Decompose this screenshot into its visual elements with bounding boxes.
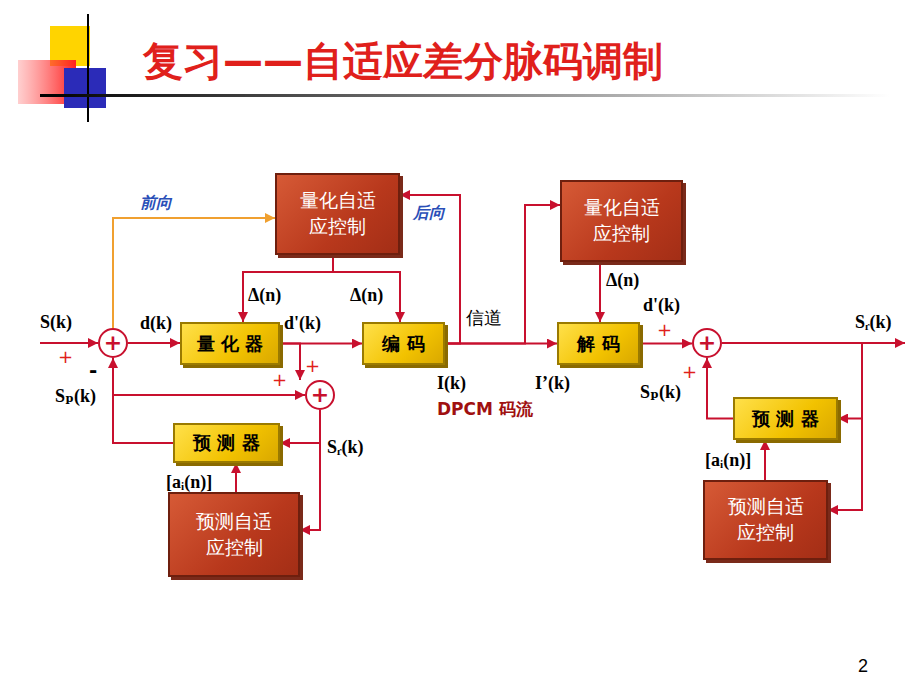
node-text: 预测自适应控制 xyxy=(723,494,809,545)
adder-circle: + xyxy=(692,328,722,358)
node-text: 量 化 器 xyxy=(197,333,264,355)
node-text: + xyxy=(311,384,329,406)
adder-circle-shape xyxy=(693,329,721,357)
sign-mark: + xyxy=(682,361,697,382)
sign-mark: + xyxy=(305,355,320,376)
node-text: 量化自适应控制 xyxy=(579,195,665,246)
adder-circle: + xyxy=(305,380,335,410)
signal-arrow xyxy=(300,410,320,530)
slide-title: 复习——自适应差分脉码调制 xyxy=(143,34,663,89)
process-box: 编 码 xyxy=(362,322,445,365)
signal-arrow xyxy=(764,440,766,480)
signal-label: Δ(n) xyxy=(606,270,639,291)
signal-arrow xyxy=(235,463,237,492)
adder-circle-shape xyxy=(306,381,334,409)
sign-mark: + xyxy=(657,319,672,340)
signal-label: Δ(n) xyxy=(248,285,281,306)
signal-label: 后向 xyxy=(413,203,445,224)
signal-label: [aᵢ(n)] xyxy=(705,450,751,471)
signal-arrow xyxy=(599,262,601,322)
node-text: + xyxy=(104,332,122,354)
control-box: 量化自适应控制 xyxy=(560,180,683,262)
process-box: 预 测 器 xyxy=(733,397,838,440)
title-vertical-rule xyxy=(87,14,89,122)
signal-arrow xyxy=(113,358,173,443)
signal-label: 信道 xyxy=(466,306,502,330)
signal-name: S(k) xyxy=(40,312,72,333)
signal-name: I’(k) xyxy=(535,373,570,394)
signal-name: I(k) xyxy=(437,373,466,394)
node-text: 预测自适应控制 xyxy=(191,509,277,560)
process-box: 解 码 xyxy=(557,322,640,365)
signal-arrow xyxy=(333,255,400,322)
signal-arrow xyxy=(128,342,180,344)
signal-name: Sₚ(k) xyxy=(55,385,96,407)
signal-arrow xyxy=(243,255,333,322)
signal-label: d'(k) xyxy=(643,295,680,316)
stream-label: DPCM 码流 xyxy=(437,398,533,421)
sign-mark: - xyxy=(89,358,97,382)
node-text: 解 码 xyxy=(577,333,619,355)
page-number: 2 xyxy=(858,656,868,677)
signal-label: d(k) xyxy=(140,313,172,334)
node-text: 预 测 器 xyxy=(752,408,819,430)
title-underline xyxy=(40,94,890,97)
node-text: + xyxy=(698,332,716,354)
input-line xyxy=(40,342,98,344)
adder-circle: + xyxy=(98,328,128,358)
signal-label: 前向 xyxy=(140,193,172,214)
signal-arrow xyxy=(113,218,275,328)
node-text: 预 测 器 xyxy=(193,432,260,454)
node-text: 编 码 xyxy=(382,333,424,355)
signal-arrow xyxy=(445,205,560,344)
control-box: 量化自适应控制 xyxy=(275,173,400,255)
signal-name: Sᵣ(k) xyxy=(327,437,364,458)
signal-arrow xyxy=(707,358,733,419)
signal-arrow xyxy=(640,343,692,345)
signal-label: [aᵢ(n)] xyxy=(166,472,212,493)
node-text: 量化自适应控制 xyxy=(295,188,381,239)
process-box: 预 测 器 xyxy=(173,423,280,463)
blue-square xyxy=(64,68,106,108)
sign-mark: + xyxy=(272,369,287,390)
adder-circle-shape xyxy=(99,329,127,357)
signal-name: Sₚ(k) xyxy=(640,381,681,403)
output-line xyxy=(862,342,905,344)
signal-arrow xyxy=(280,410,320,443)
sign-mark: + xyxy=(58,346,73,367)
process-box: 量 化 器 xyxy=(180,322,280,365)
control-box: 预测自适应控制 xyxy=(168,492,300,577)
control-box: 预测自适应控制 xyxy=(703,480,828,560)
signal-label: Δ(n) xyxy=(350,285,383,306)
signal-label: d'(k) xyxy=(284,313,321,334)
signal-name: Sᵣ(k) xyxy=(855,312,892,333)
